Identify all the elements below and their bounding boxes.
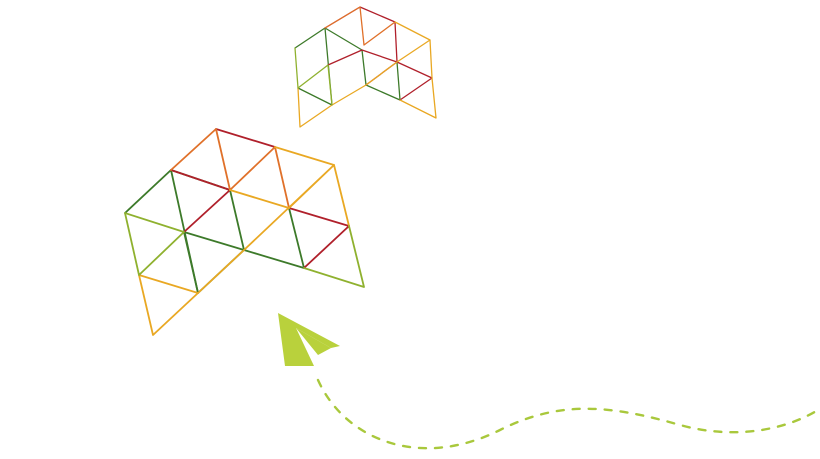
small-triangle-mesh-icon — [294, 6, 437, 128]
large-mesh-edge-crimson-2 — [215, 128, 276, 148]
large-mesh-edge-dark-green — [124, 169, 305, 294]
paper-plane-icon — [278, 313, 340, 366]
small-mesh-edge-crimson — [324, 6, 433, 101]
paper-plane-back-wing — [296, 328, 331, 355]
small-mesh-edge-dark-green-2 — [324, 27, 401, 101]
dashed-flight-path — [316, 378, 820, 450]
large-mesh-edge-crimson — [170, 169, 231, 233]
small-mesh-edge-amber-2 — [297, 39, 431, 128]
large-mesh-edge-crimson-3 — [288, 207, 350, 269]
small-mesh-edge-orange — [324, 6, 396, 46]
large-mesh-edge-orange — [170, 128, 290, 209]
large-mesh-edge-lime — [124, 212, 185, 276]
paper-plane-main-wing — [278, 313, 340, 366]
small-mesh-edge-lime — [294, 47, 333, 106]
large-triangle-mesh-icon — [124, 128, 365, 336]
large-mesh-edge-lime-2 — [303, 225, 365, 288]
large-mesh-edge-amber-2 — [138, 164, 335, 336]
small-mesh-edge-amber — [394, 21, 437, 119]
